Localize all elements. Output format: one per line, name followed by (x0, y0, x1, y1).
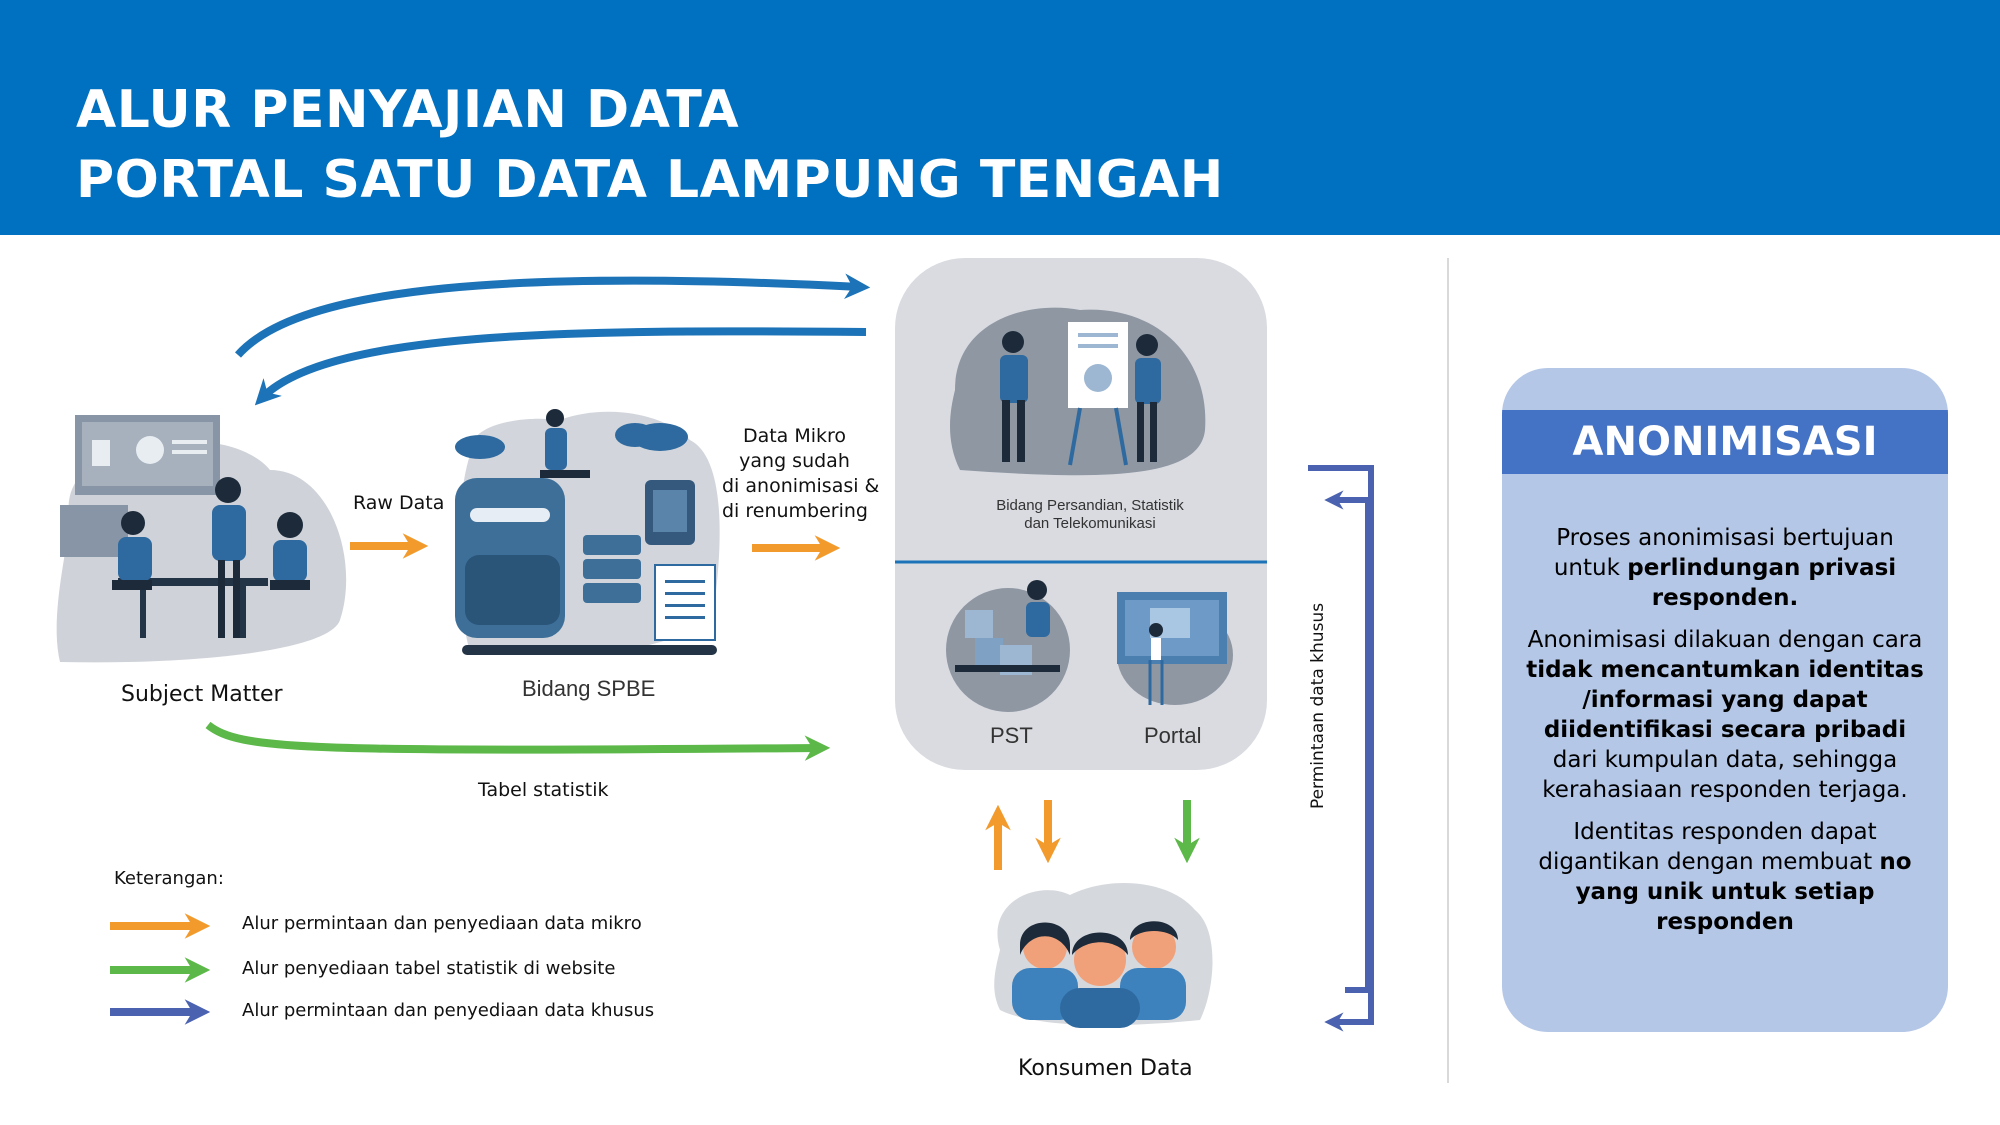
pst-label: PST (990, 723, 1033, 748)
return-arrow-top-to-right (235, 273, 871, 358)
khusus-bracket-inner (1324, 490, 1371, 993)
anonimisasi-paragraph-2: Anonimisasi dilakuan dengan cara tidak m… (1526, 627, 1924, 803)
bidang-persandian-label-1: Bidang Persandian, Statistik (996, 497, 1184, 514)
portal-label: Portal (1144, 723, 1202, 748)
bidang-spbe-label: Bidang SPBE (522, 676, 656, 701)
anonimisasi-paragraph-1: Proses anonimisasi bertujuan untuk perli… (1553, 525, 1897, 611)
konsumen-illustration (994, 883, 1213, 1028)
page-title-line-1: ALUR PENYAJIAN DATA (76, 80, 740, 140)
tabel-statistik-label: Tabel statistik (478, 779, 609, 801)
permintaan-khusus-label: Permintaan data khusus (1308, 602, 1328, 810)
legend-item-khusus: Alur permintaan dan penyediaan data khus… (242, 1000, 655, 1021)
anonimisasi-title: ANONIMISASI (1502, 410, 1948, 474)
subject-matter-label: Subject Matter (121, 682, 283, 707)
anonimisasi-body: Proses anonimisasi bertujuan untuk perli… (1524, 523, 1926, 949)
data-mikro-label-3: di anonimisasi & (722, 475, 880, 497)
bidang-persandian-label-2: dan Telekomunikasi (1024, 515, 1156, 532)
return-arrow-top-to-left (254, 327, 867, 406)
subject-matter-illustration (56, 415, 347, 663)
spbe-server-illustration (455, 409, 720, 655)
anonimisasi-paragraph-3: Identitas responden dapat digantikan den… (1538, 819, 1912, 935)
presentation-illustration (950, 307, 1206, 476)
legend-item-tabel: Alur penyediaan tabel statistik di websi… (242, 958, 616, 979)
konsumen-data-label: Konsumen Data (1018, 1056, 1193, 1081)
portal-illustration (1117, 592, 1233, 705)
vertical-divider (1447, 258, 1449, 1083)
legend-title: Keterangan: (114, 868, 224, 889)
khusus-bracket-outer (1308, 465, 1374, 1032)
data-mikro-label-1: Data Mikro (742, 425, 847, 447)
page-title-line-2: PORTAL SATU DATA LAMPUNG TENGAH (76, 150, 1224, 210)
data-mikro-label-4: di renumbering (722, 500, 868, 522)
raw-data-label: Raw Data (353, 492, 445, 514)
anonimisasi-card: ANONIMISASI Proses anonimisasi bertujuan… (1502, 368, 1948, 1032)
pst-illustration (946, 580, 1070, 712)
data-mikro-label-2: yang sudah (739, 450, 850, 472)
legend-item-mikro: Alur permintaan dan penyediaan data mikr… (242, 913, 642, 934)
header-banner: ALUR PENYAJIAN DATA PORTAL SATU DATA LAM… (0, 0, 2000, 235)
tabel-statistik-arrow (205, 721, 831, 761)
